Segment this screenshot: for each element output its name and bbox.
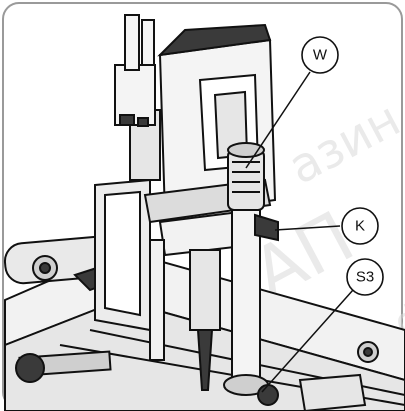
callout-w-label: W <box>313 47 328 64</box>
leader-line-s3 <box>261 289 354 393</box>
spindle <box>149 239 221 391</box>
vertical-frame <box>94 178 151 332</box>
depth-column <box>223 142 279 406</box>
callout-s3-label: S3 <box>356 269 374 286</box>
leader-line-w <box>245 71 311 169</box>
callout-k-label: K <box>355 218 365 235</box>
leader-line-k <box>274 225 341 231</box>
leader-lines <box>245 71 354 393</box>
callout-s3: S3 <box>346 258 384 296</box>
threaded-rod <box>15 350 112 383</box>
callout-k: K <box>341 207 379 245</box>
right-rail-end <box>298 341 379 411</box>
callout-w: W <box>301 36 339 74</box>
